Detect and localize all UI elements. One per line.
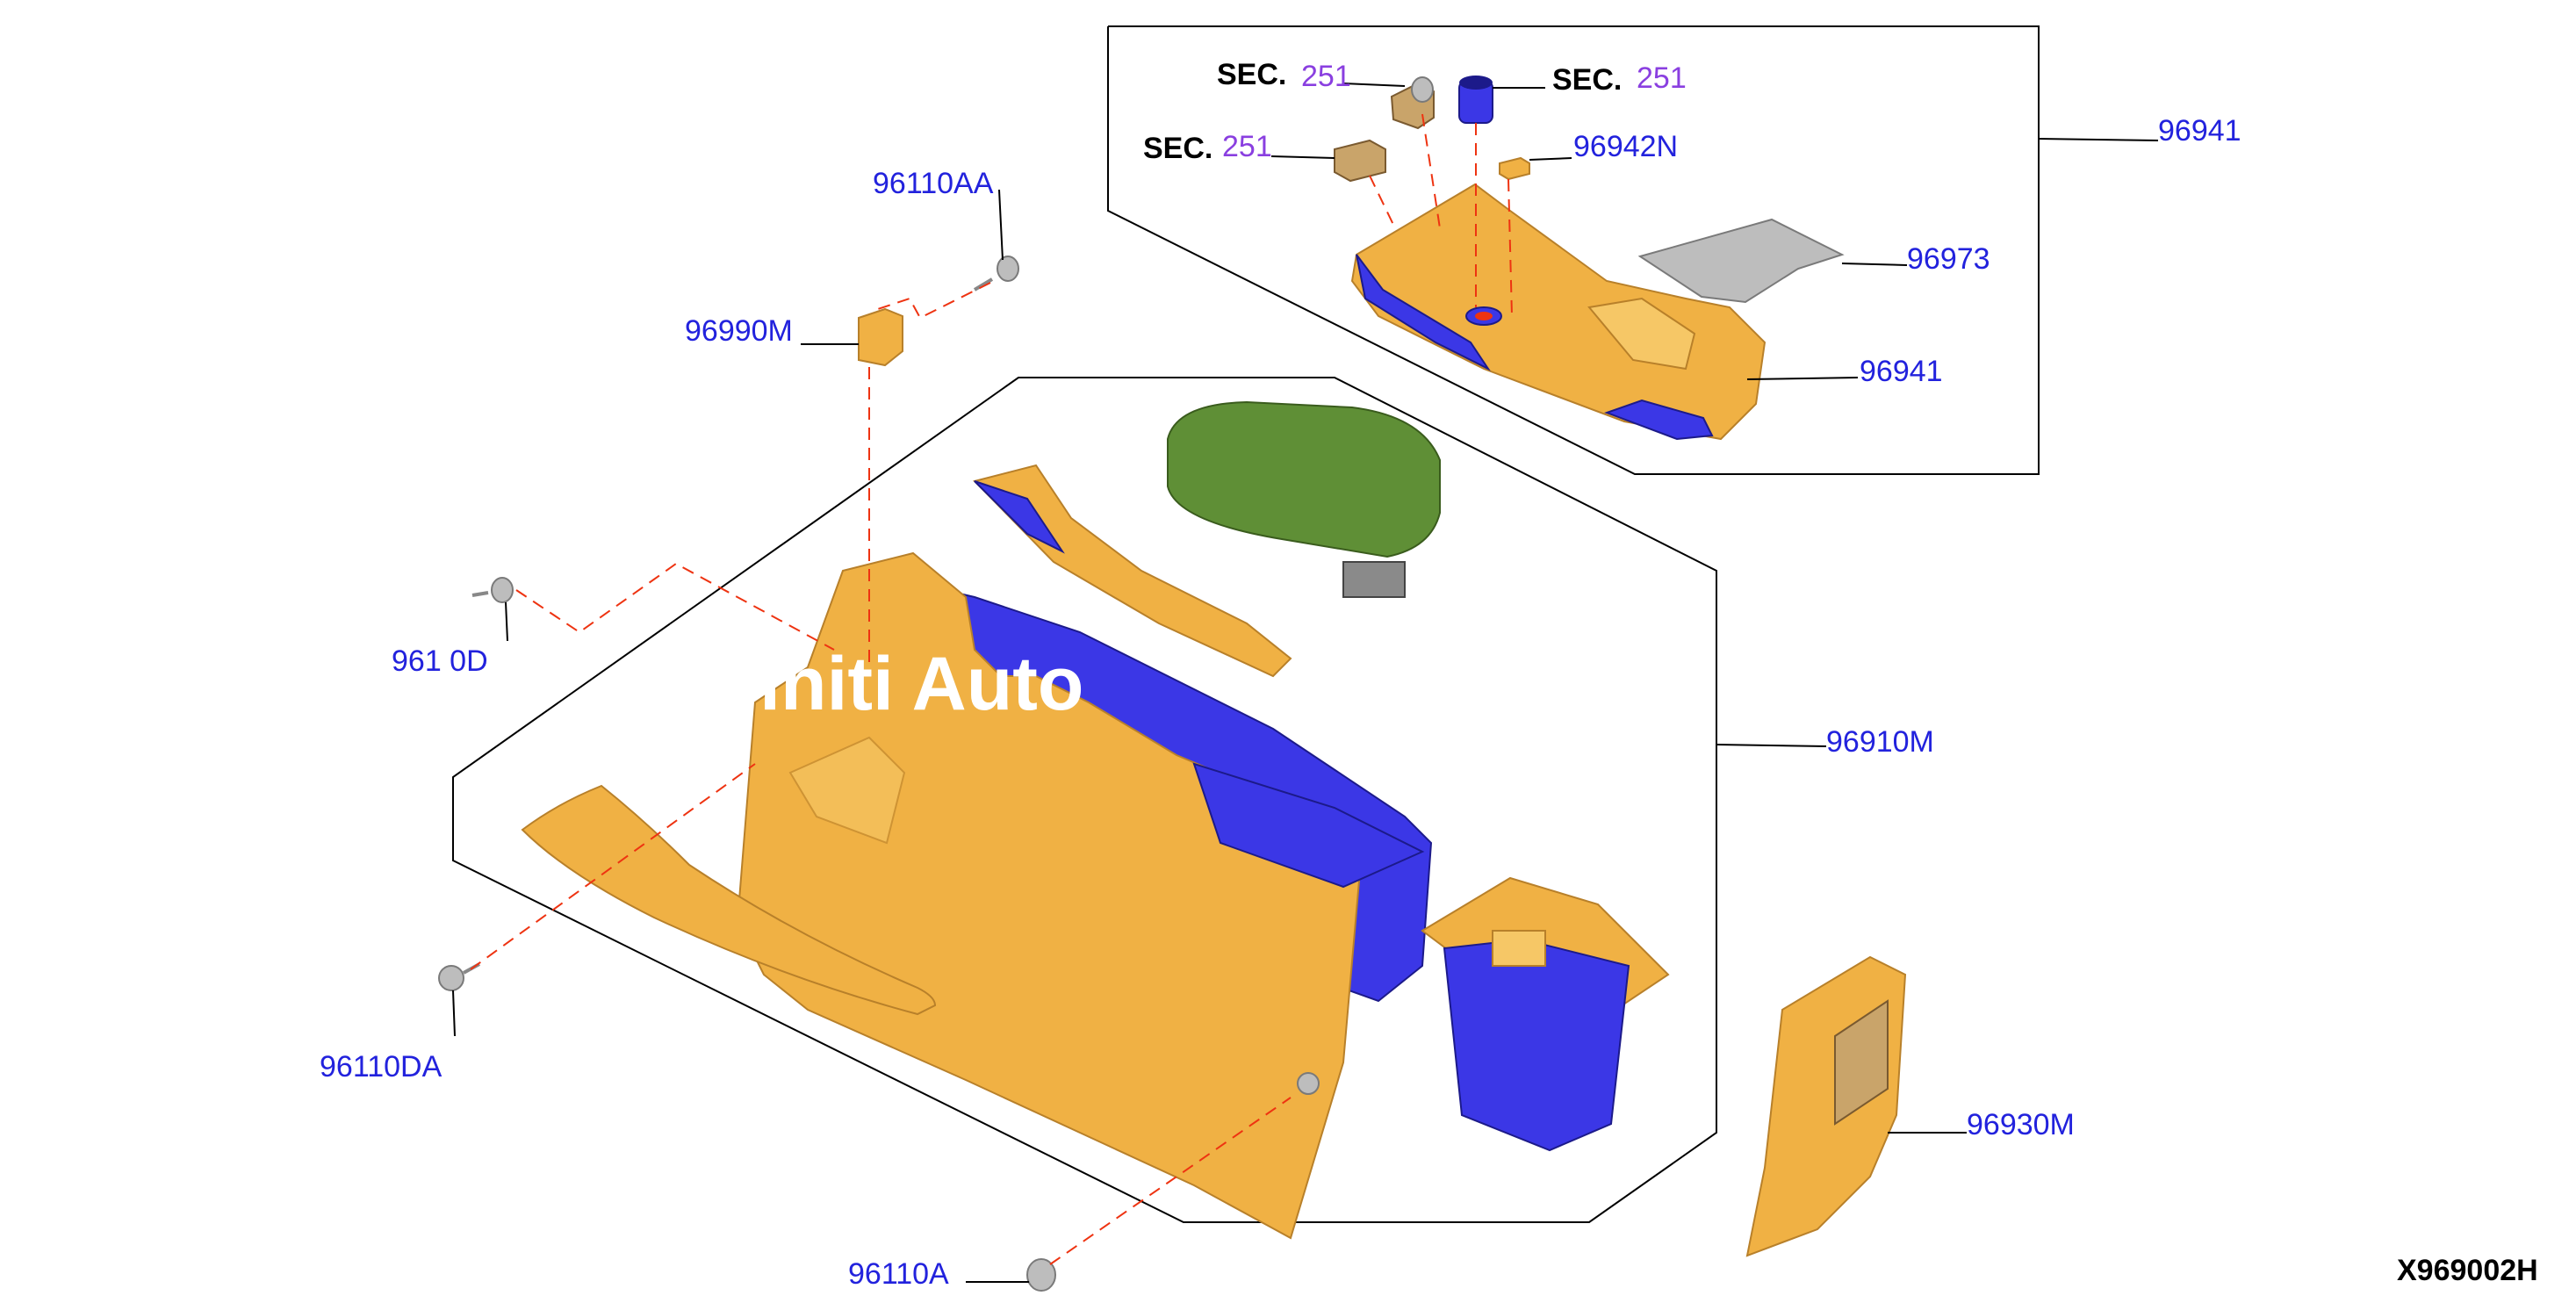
main-console-frame bbox=[452, 377, 1717, 1223]
leader-96110DA bbox=[452, 990, 456, 1037]
leader-96941-lower bbox=[1746, 377, 1859, 380]
section-251-part-b[interactable] bbox=[1334, 139, 1386, 183]
label-96973: 96973 bbox=[1907, 242, 1990, 276]
console-side-finisher-rail[interactable] bbox=[973, 464, 1292, 678]
armrest-lid-green[interactable] bbox=[1167, 400, 1441, 598]
console-side-trim-left[interactable] bbox=[521, 784, 937, 1016]
section-251-part-c-cup[interactable] bbox=[1458, 76, 1493, 124]
part-96941-console-finisher[interactable] bbox=[1350, 183, 1767, 441]
diagram-code: X969002H bbox=[2397, 1254, 2538, 1287]
part-96942N[interactable] bbox=[1499, 156, 1530, 181]
svg-text:SEC.: SEC. bbox=[1143, 132, 1212, 165]
label-96110A: 96110A bbox=[848, 1257, 949, 1291]
svg-text:SEC.: SEC. bbox=[1552, 63, 1622, 97]
leader-96973 bbox=[1841, 263, 1908, 266]
storage-box-bin[interactable] bbox=[1421, 876, 1670, 1152]
dash-96110A bbox=[1049, 1097, 1292, 1265]
svg-text:251: 251 bbox=[1637, 61, 1687, 95]
label-96930M: 96930M bbox=[1967, 1108, 2075, 1141]
label-96110AA: 96110AA bbox=[873, 167, 994, 200]
svg-text:251: 251 bbox=[1301, 60, 1351, 93]
dash-96942N bbox=[1507, 178, 1513, 317]
leader-sec251-a bbox=[1342, 83, 1406, 87]
watermark: Infiniti Auto bbox=[667, 642, 1083, 726]
label-96941-upper: 96941 bbox=[2158, 114, 2241, 148]
console-body[interactable] bbox=[736, 551, 1433, 1240]
label-96941-lower: 96941 bbox=[1860, 355, 1943, 388]
label-96990M: 96990M bbox=[685, 314, 793, 348]
clip-96110AA[interactable] bbox=[973, 256, 1019, 292]
leader-96110AA bbox=[998, 189, 1004, 261]
leader-sec251-b bbox=[1270, 155, 1335, 159]
part-96930M-rear-cover[interactable] bbox=[1745, 955, 1907, 1257]
label-96110DA: 96110DA bbox=[320, 1050, 443, 1083]
clip-96110A[interactable] bbox=[1026, 1258, 1056, 1292]
section-ref-c[interactable]: SEC. 251 bbox=[1552, 61, 1687, 97]
leader-96910M bbox=[1716, 744, 1827, 747]
dash-sec251-b bbox=[1369, 175, 1397, 231]
clip-96110A-right[interactable] bbox=[1297, 1072, 1320, 1095]
section-ref-a[interactable]: SEC. 251 bbox=[1217, 58, 1351, 93]
label-96910M: 96910M bbox=[1826, 725, 1934, 759]
clip-96110D-left[interactable] bbox=[471, 577, 514, 603]
part-96973-mat[interactable] bbox=[1637, 218, 1845, 304]
dash-96110DA bbox=[470, 763, 756, 970]
label-96942N: 96942N bbox=[1573, 130, 1678, 163]
svg-text:SEC.: SEC. bbox=[1217, 58, 1286, 91]
dash-96110D bbox=[515, 562, 835, 651]
svg-text:251: 251 bbox=[1222, 130, 1272, 163]
leader-96110D bbox=[505, 601, 508, 642]
label-96110D-partial: 961 0D bbox=[392, 644, 488, 678]
leader-96941-upper bbox=[2038, 138, 2159, 141]
upper-assembly-frame bbox=[1107, 25, 2040, 475]
dash-96110AA bbox=[877, 282, 991, 320]
leader-96942N bbox=[1529, 157, 1572, 161]
section-ref-b[interactable]: SEC. 251 bbox=[1143, 130, 1272, 165]
bracket-96990M[interactable] bbox=[858, 307, 903, 367]
